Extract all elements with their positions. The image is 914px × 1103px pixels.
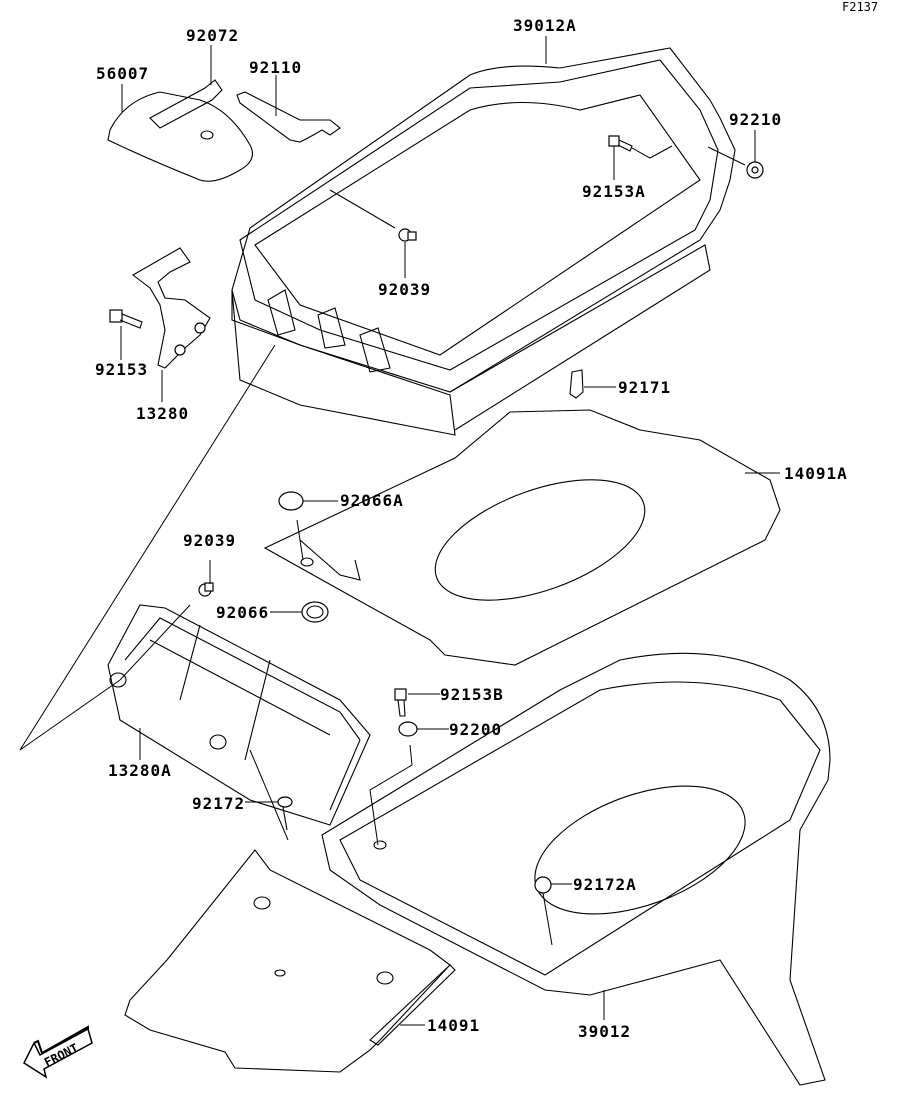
label-39012[interactable]: 39012 bbox=[578, 1022, 632, 1041]
label-92072[interactable]: 92072 bbox=[186, 26, 240, 45]
label-13280A[interactable]: 13280A bbox=[108, 761, 172, 780]
front-arrow-icon: FRONT bbox=[23, 1025, 93, 1079]
part-92210-nut[interactable] bbox=[707, 146, 764, 179]
label-92210[interactable]: 92210 bbox=[729, 110, 783, 129]
label-92066[interactable]: 92066 bbox=[216, 603, 270, 622]
label-92110[interactable]: 92110 bbox=[249, 58, 303, 77]
part-92153B-bolt[interactable] bbox=[394, 688, 407, 717]
part-92066A-grommet[interactable] bbox=[278, 491, 304, 561]
part-92153A-bolt[interactable] bbox=[608, 135, 673, 159]
label-56007[interactable]: 56007 bbox=[96, 64, 150, 83]
front-direction-indicator: FRONT bbox=[22, 1015, 96, 1083]
part-14091A-tray[interactable] bbox=[263, 409, 781, 666]
part-13280-bracket[interactable] bbox=[132, 247, 211, 369]
label-92172[interactable]: 92172 bbox=[192, 794, 246, 813]
part-92039-clip-lower[interactable] bbox=[119, 582, 214, 681]
label-92039-lower[interactable]: 92039 bbox=[183, 531, 237, 550]
part-92172-screw[interactable] bbox=[249, 749, 293, 841]
part-92171-clip[interactable] bbox=[569, 369, 584, 399]
label-13280[interactable]: 13280 bbox=[136, 404, 190, 423]
part-39012-box[interactable] bbox=[321, 652, 831, 1086]
part-92110-tool[interactable] bbox=[236, 91, 341, 143]
label-92153A[interactable]: 92153A bbox=[582, 182, 646, 201]
label-92171[interactable]: 92171 bbox=[618, 378, 672, 397]
part-92072-strap[interactable] bbox=[149, 79, 223, 129]
label-92039-top[interactable]: 92039 bbox=[378, 280, 432, 299]
part-56007-cover[interactable] bbox=[107, 91, 253, 182]
part-14091-tray[interactable] bbox=[124, 849, 456, 1073]
label-92153[interactable]: 92153 bbox=[95, 360, 149, 379]
label-92153B[interactable]: 92153B bbox=[440, 685, 504, 704]
part-13280A-case[interactable] bbox=[107, 604, 371, 826]
figure-id: F2137 bbox=[842, 0, 879, 14]
label-92066A[interactable]: 92066A bbox=[340, 491, 404, 510]
label-39012A[interactable]: 39012A bbox=[513, 16, 577, 35]
label-14091[interactable]: 14091 bbox=[427, 1016, 481, 1035]
part-39012A-lid[interactable] bbox=[231, 47, 736, 436]
label-92200[interactable]: 92200 bbox=[449, 720, 503, 739]
label-92172A[interactable]: 92172A bbox=[573, 875, 637, 894]
part-92066-grommet[interactable] bbox=[301, 601, 329, 623]
part-92200-washer[interactable] bbox=[369, 721, 418, 846]
leader-lines bbox=[19, 36, 780, 1026]
part-92039-clip-top[interactable] bbox=[329, 189, 417, 242]
label-14091A[interactable]: 14091A bbox=[784, 464, 848, 483]
part-92153-bolt[interactable] bbox=[109, 309, 143, 329]
